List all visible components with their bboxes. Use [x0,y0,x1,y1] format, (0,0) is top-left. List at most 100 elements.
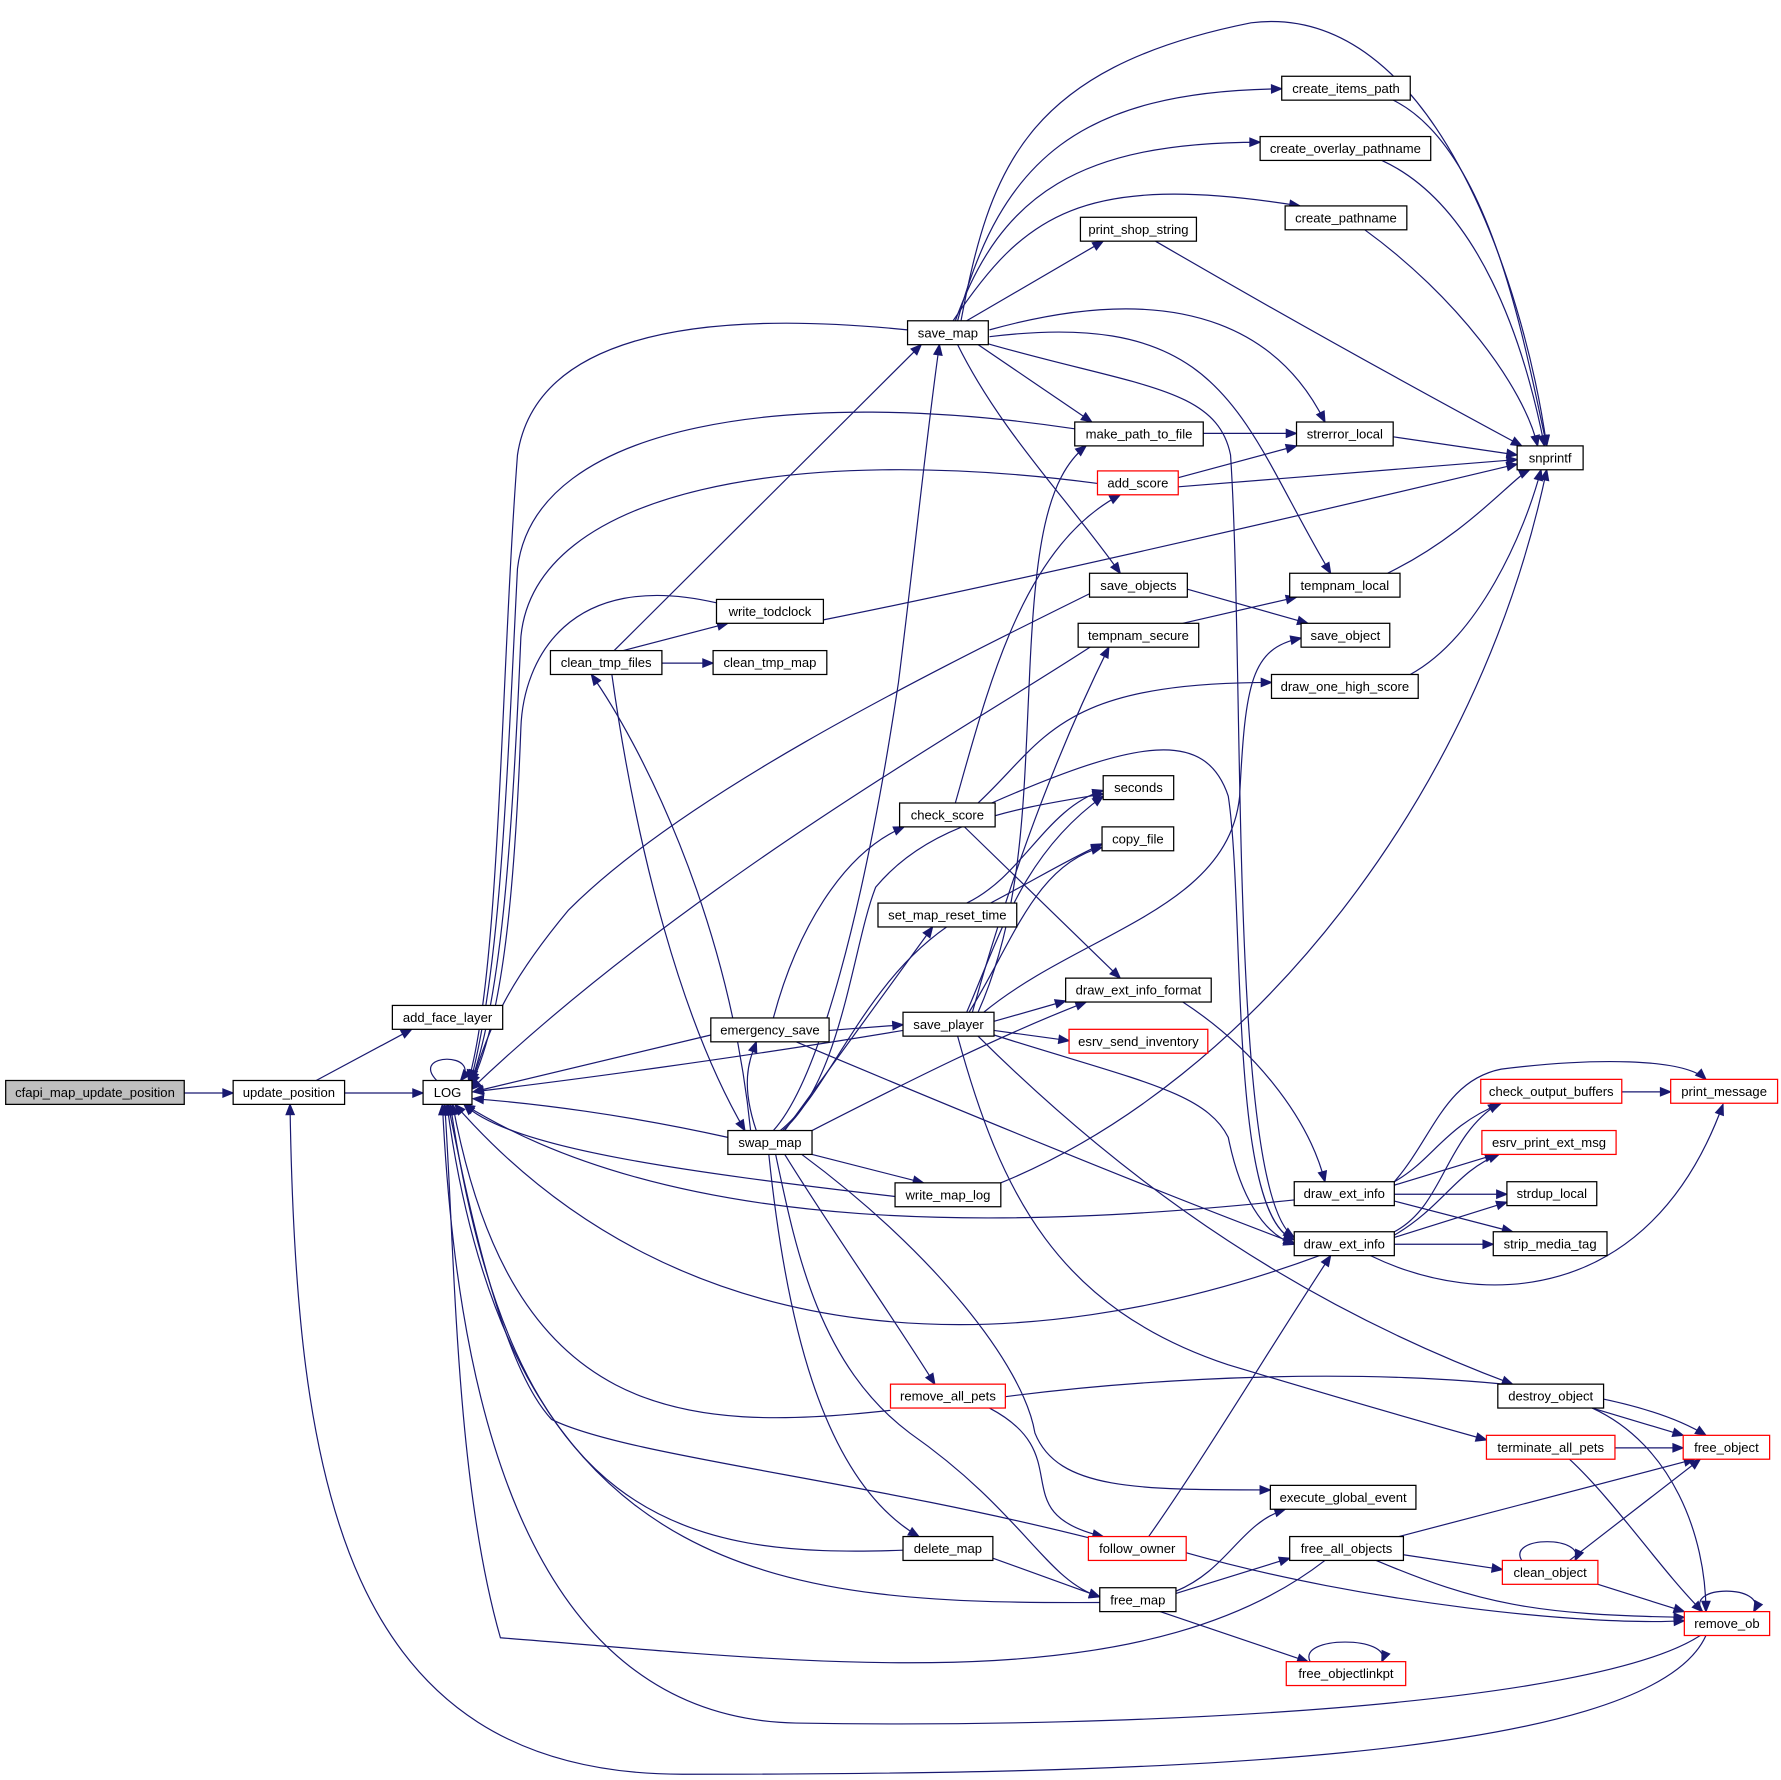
node-draw-ext-info-2[interactable]: draw_ext_info [1293,1231,1395,1257]
node-box[interactable] [1088,572,1188,598]
node-seconds[interactable]: seconds [1102,775,1175,801]
node-esrv-send-inventory[interactable]: esrv_send_inventory [1068,1028,1209,1054]
node-snprintf[interactable]: snprintf [1516,445,1584,471]
node-box[interactable] [1269,1484,1417,1510]
node-free-map[interactable]: free_map [1099,1587,1177,1613]
node-destroy-object[interactable]: destroy_object [1497,1383,1605,1409]
node-box[interactable] [1300,622,1391,648]
node-copy-file[interactable]: copy_file [1101,826,1175,852]
node-delete-map[interactable]: delete_map [902,1535,994,1562]
node-write-todclock[interactable]: write_todclock [715,598,825,624]
node-box[interactable] [1501,1559,1599,1585]
node-box[interactable] [898,802,996,828]
node-box[interactable] [1293,1181,1395,1207]
node-box[interactable] [391,1004,504,1030]
node-box[interactable] [1516,445,1584,471]
node-box[interactable] [232,1079,346,1106]
node-strdup-local[interactable]: strdup_local [1506,1181,1598,1207]
node-box[interactable] [549,649,663,676]
node-add-face-layer[interactable]: add_face_layer [391,1004,504,1030]
node-cfapi-map-update-position[interactable]: cfapi_map_update_position [5,1079,185,1106]
node-box[interactable] [1492,1231,1608,1257]
node-box[interactable] [1480,1078,1623,1104]
node-box[interactable] [727,1129,813,1156]
node-box[interactable] [1497,1383,1605,1409]
node-tempnam-secure[interactable]: tempnam_secure [1077,622,1200,648]
node-box[interactable] [1485,1434,1616,1460]
node-save-map[interactable]: save_map [906,320,989,346]
node-free-all-objects[interactable]: free_all_objects [1289,1535,1405,1562]
node-box[interactable] [1293,1231,1395,1257]
node-box[interactable] [1099,1587,1177,1613]
node-print-message[interactable]: print_message [1670,1078,1779,1104]
node-box[interactable] [1284,205,1408,231]
node-box[interactable] [1065,977,1212,1003]
node-box[interactable] [894,1182,1002,1208]
node-box[interactable] [1074,421,1204,447]
node-create-pathname[interactable]: create_pathname [1284,205,1408,231]
node-emergency-save[interactable]: emergency_save [710,1017,830,1043]
node-box[interactable] [1683,1610,1771,1637]
node-draw-ext-info-1[interactable]: draw_ext_info [1293,1181,1395,1207]
node-box[interactable] [1102,775,1175,801]
node-strerror-local[interactable]: strerror_local [1295,421,1394,447]
node-write-map-log[interactable]: write_map_log [894,1182,1002,1208]
node-box[interactable] [1295,421,1394,447]
node-box[interactable] [1270,673,1419,699]
node-create-overlay-pathname[interactable]: create_overlay_pathname [1259,135,1432,162]
node-box[interactable] [877,902,1018,928]
node-update-position[interactable]: update_position [232,1079,346,1106]
node-remove-ob[interactable]: remove_ob [1683,1610,1771,1637]
node-box[interactable] [5,1079,185,1106]
node-box[interactable] [712,649,828,676]
node-clean-tmp-files[interactable]: clean_tmp_files [549,649,663,676]
node-box[interactable] [1285,1661,1407,1687]
node-clean-object[interactable]: clean_object [1501,1559,1599,1585]
node-print-shop-string[interactable]: print_shop_string [1079,216,1198,242]
node-box[interactable] [1101,826,1175,852]
node-box[interactable] [1079,216,1198,242]
node-box[interactable] [1481,1129,1617,1156]
node-strip-media-tag[interactable]: strip_media_tag [1492,1231,1608,1257]
node-box[interactable] [1682,1434,1771,1460]
node-check-output-buffers[interactable]: check_output_buffers [1480,1078,1623,1104]
node-follow-owner[interactable]: follow_owner [1087,1535,1187,1562]
node-tempnam-local[interactable]: tempnam_local [1289,572,1401,598]
node-LOG[interactable]: LOG [422,1079,473,1106]
node-check-score[interactable]: check_score [898,802,996,828]
node-box[interactable] [422,1079,473,1106]
node-save-objects[interactable]: save_objects [1088,572,1188,598]
node-box[interactable] [1289,572,1401,598]
node-box[interactable] [906,320,989,346]
node-make-path-to-file[interactable]: make_path_to_file [1074,421,1204,447]
node-box[interactable] [1670,1078,1779,1104]
node-box[interactable] [889,1383,1006,1409]
node-draw-one-high-score[interactable]: draw_one_high_score [1270,673,1419,699]
node-create-items-path[interactable]: create_items_path [1281,75,1411,101]
node-box[interactable] [710,1017,830,1043]
node-box[interactable] [1289,1535,1405,1562]
node-box[interactable] [1506,1181,1598,1207]
node-box[interactable] [1281,75,1411,101]
node-clean-tmp-map[interactable]: clean_tmp_map [712,649,828,676]
node-box[interactable] [902,1535,994,1562]
node-remove-all-pets[interactable]: remove_all_pets [889,1383,1006,1409]
node-box[interactable] [1068,1028,1209,1054]
node-set-map-reset-time[interactable]: set_map_reset_time [877,902,1018,928]
node-esrv-print-ext-msg[interactable]: esrv_print_ext_msg [1481,1129,1617,1156]
node-swap-map[interactable]: swap_map [727,1129,813,1156]
node-box[interactable] [902,1011,995,1037]
node-free-objectlinkpt[interactable]: free_objectlinkpt [1285,1661,1407,1687]
node-box[interactable] [1077,622,1200,648]
node-box[interactable] [1096,470,1179,496]
node-box[interactable] [1259,135,1432,162]
node-save-object[interactable]: save_object [1300,622,1391,648]
node-draw-ext-info-format[interactable]: draw_ext_info_format [1065,977,1212,1003]
node-box[interactable] [715,598,825,624]
node-box[interactable] [1087,1535,1187,1562]
node-execute-global-event[interactable]: execute_global_event [1269,1484,1417,1510]
node-terminate-all-pets[interactable]: terminate_all_pets [1485,1434,1616,1460]
node-free-object[interactable]: free_object [1682,1434,1771,1460]
node-save-player[interactable]: save_player [902,1011,995,1037]
node-add-score[interactable]: add_score [1096,470,1179,496]
